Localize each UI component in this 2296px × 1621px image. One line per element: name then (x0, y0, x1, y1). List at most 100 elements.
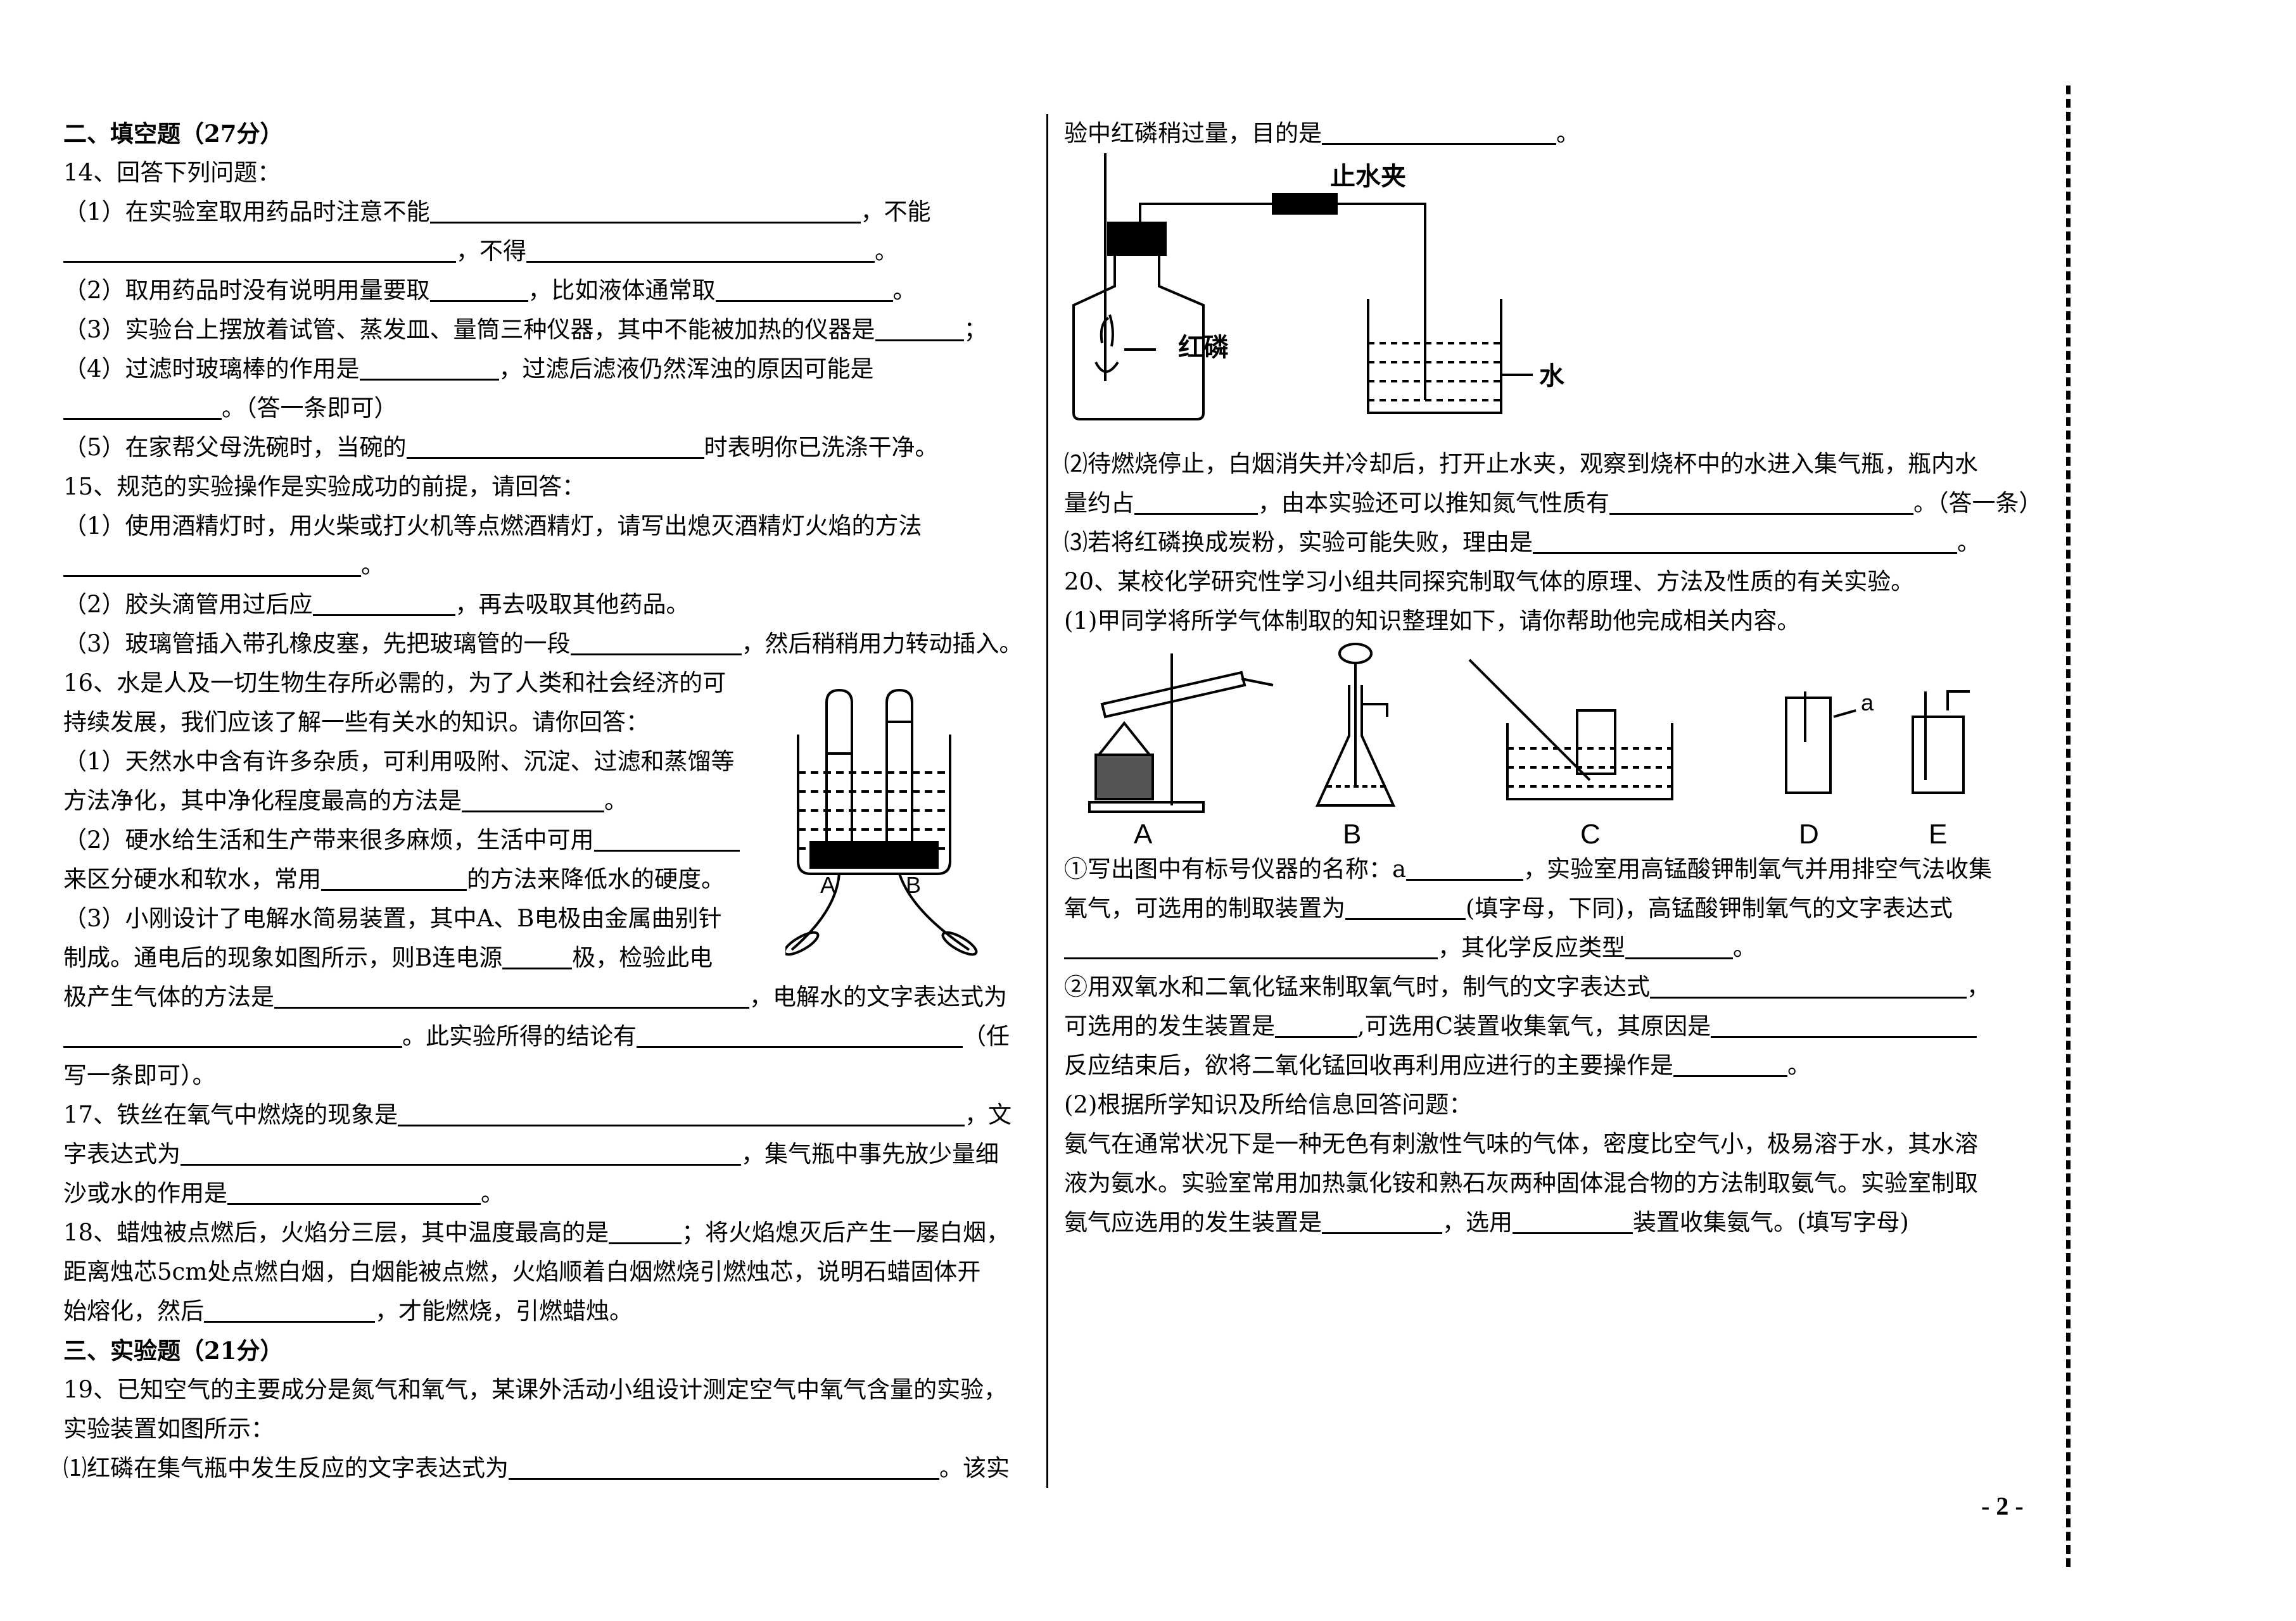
answer-blank[interactable] (637, 1021, 963, 1048)
answer-blank[interactable] (509, 1453, 939, 1480)
q17-line1: 17、铁丝在氧气中燃烧的现象是，文 (63, 1095, 1026, 1135)
instrument-a-label: a (1861, 690, 1874, 716)
answer-blank[interactable] (1345, 893, 1466, 920)
q20-p6: 反应结束后，欲将二氧化锰回收再利用应进行的主要操作是。 (1064, 1046, 2027, 1085)
answer-blank[interactable] (227, 1178, 481, 1205)
answer-blank[interactable] (1064, 932, 1438, 959)
answer-blank[interactable] (1513, 1207, 1633, 1234)
answer-blank[interactable] (715, 275, 893, 302)
q19-line3: ⑴红磷在集气瓶中发生反应的文字表达式为。该实 (63, 1449, 1026, 1488)
answer-blank[interactable] (1322, 118, 1556, 145)
apparatus-label-b: B (1343, 819, 1361, 850)
section-fill-in-title: 二、填空题（27分） (63, 120, 284, 148)
q19-cont-line2: ⑵待燃烧停止，白烟消失并冷却后，打开止水夹，观察到烧杯中的水进入集气瓶，瓶内水 (1064, 450, 1978, 477)
binding-cut-line (2066, 85, 2071, 1567)
q18-line1: 18、蜡烛被点燃后，火焰分三层，其中温度最高的是；将火焰熄灭后产生一屡白烟， (63, 1213, 1026, 1252)
q14-p4-line1: （4）过滤时玻璃棒的作用是，过滤后滤液仍然浑浊的原因可能是 (63, 350, 1026, 389)
q18-line2: 距离烛芯5cm处点燃白烟，白烟能被点燃，火焰顺着白烟燃烧引燃烛芯，说明石蜡固体开 (63, 1258, 981, 1285)
water-clamp-label: 止水夹 (1330, 163, 1406, 191)
q14-p4-line2: 。（答一条即可） (63, 389, 1026, 428)
q20-p5: 可选用的发生装置是,可选用C装置收集氧气，其原因是 (1064, 1007, 2027, 1046)
q20-line1: 20、某校化学研究性学习小组共同探究制取气体的原理、方法及性质的有关实验。 (1064, 568, 1915, 595)
answer-blank[interactable] (359, 353, 499, 381)
answer-blank[interactable] (1134, 488, 1258, 515)
electrode-a-label: A (820, 872, 835, 898)
q14-p5: （5）在家帮父母洗碗时，当碗的时表明你已洗涤干净。 (63, 428, 1026, 467)
q15-p1-line2: 。 (63, 546, 1026, 585)
q16-line2: 持续发展，我们应该了解一些有关水的知识。请你回答： (63, 709, 649, 736)
q14-p1-line2: ，不得。 (63, 232, 1026, 271)
q16-line6: 来区分硬水和软水，常用的方法来降低水的硬度。 (63, 860, 1026, 899)
answer-blank[interactable] (63, 1021, 402, 1048)
answer-blank[interactable] (63, 393, 222, 420)
q16-line1: 16、水是人及一切生物生存所必需的，为了人类和社会经济的可 (63, 669, 726, 697)
q16-line7: （3）小刚设计了电解水简易装置，其中A、B电极由金属曲别针 (63, 905, 722, 932)
q17-line2: 字表达式为，集气瓶中事先放少量细 (63, 1135, 1026, 1174)
apparatus-label-d: D (1799, 819, 1819, 850)
q14-p3: （3）实验台上摆放着试管、蒸发皿、量筒三种仪器，其中不能被加热的仪器是； (63, 310, 1026, 350)
answer-blank[interactable] (63, 550, 361, 577)
q16-line10: 。此实验所得的结论有（任 (63, 1017, 1026, 1056)
q20-p8: 氨气在通常状况下是一种无色有刺激性气味的气体，密度比空气小，极易溶于水，其水溶 (1064, 1130, 1978, 1157)
q20-p4: ②用双氧水和二氧化锰来制取氧气时，制气的文字表达式， (1064, 968, 2027, 1007)
answer-blank[interactable] (429, 196, 861, 224)
answer-blank[interactable] (502, 942, 573, 969)
answer-blank[interactable] (593, 824, 740, 852)
q19-line1: 19、已知空气的主要成分是氮气和氧气，某课外活动小组设计测定空气中氧气含量的实验… (63, 1376, 1008, 1403)
apparatus-label-a: A (1134, 819, 1153, 850)
electrode-b-label: B (906, 872, 921, 898)
answer-blank[interactable] (526, 236, 875, 263)
q19-cont-line1: 验中红磷稍过量，目的是。 (1064, 114, 2027, 153)
q15-intro: 15、规范的实验操作是实验成功的前提，请回答： (63, 473, 586, 500)
q16-line4: 方法净化，其中净化程度最高的方法是。 (63, 781, 1026, 821)
q15-p2: （2）胶头滴管用过后应，再去吸取其他药品。 (63, 585, 1026, 624)
answer-blank[interactable] (1609, 488, 1913, 515)
q20-p10: 氨气应选用的发生装置是，选用装置收集氨气。(填写字母) (1064, 1203, 2027, 1242)
answer-blank[interactable] (570, 628, 742, 655)
answer-blank[interactable] (312, 589, 455, 616)
q19-cont-line4: ⑶若将红磷换成炭粉，实验可能失败，理由是。 (1064, 523, 2027, 562)
q20-line2: (1)甲同学将所学气体制取的知识整理如下，请你帮助他完成相关内容。 (1064, 607, 1801, 634)
answer-blank[interactable] (274, 981, 749, 1009)
column-divider (1046, 114, 1048, 1488)
red-phosphorus-apparatus-figure: 红磷 止水夹 水 (1072, 153, 1565, 420)
answer-blank[interactable] (429, 275, 528, 302)
answer-blank[interactable] (462, 785, 604, 812)
q16-line5: （2）硬水给生活和生产带来很多麻烦，生活中可用 (63, 821, 1026, 860)
answer-blank[interactable] (1625, 932, 1733, 959)
q18-line3: 始熔化，然后，才能燃烧，引燃蜡烛。 (63, 1292, 1026, 1331)
q17-line3: 沙或水的作用是。 (63, 1174, 1026, 1213)
apparatus-label-e: E (1929, 819, 1947, 850)
water-label: 水 (1539, 362, 1565, 390)
page-number: - 2 - (1981, 1492, 2024, 1520)
answer-blank[interactable] (63, 236, 456, 263)
q14-p2: （2）取用药品时没有说明用量要取，比如液体通常取。 (63, 271, 1026, 310)
answer-blank[interactable] (1711, 1011, 1977, 1038)
q20-p7: (2)根据所学知识及所给信息回答问题： (1064, 1091, 1473, 1118)
q20-p3: ，其化学反应类型。 (1064, 928, 2027, 968)
answer-blank[interactable] (1275, 1011, 1357, 1038)
answer-blank[interactable] (1322, 1207, 1442, 1234)
q20-p9: 液为氨水。实验室常用加热氯化铵和熟石灰两种固体混合物的方法制取氨气。实验室制取 (1064, 1170, 1978, 1197)
q16-line8: 制成。通电后的现象如图所示，则B连电源极，检验此电 (63, 938, 1026, 978)
answer-blank[interactable] (1533, 527, 1957, 554)
answer-blank[interactable] (204, 1296, 375, 1323)
q16-line3: （1）天然水中含有许多杂质，可利用吸附、沉淀、过滤和蒸馏等 (63, 748, 735, 775)
answer-blank[interactable] (875, 314, 964, 341)
left-column: 二、填空题（27分） 14、回答下列问题： （1）在实验室取用药品时注意不能，不… (63, 114, 1026, 1488)
answer-blank[interactable] (609, 1217, 682, 1244)
answer-blank[interactable] (181, 1138, 741, 1166)
q14-intro: 14、回答下列问题： (63, 159, 281, 186)
q16-line11: 写一条即可）。 (63, 1062, 216, 1089)
q19-cont-line3: 量约占，由本实验还可以推知氮气性质有。（答一条） (1064, 484, 2043, 523)
answer-blank[interactable] (1406, 854, 1524, 881)
answer-blank[interactable] (1673, 1050, 1787, 1077)
section-experiment-title: 三、实验题（21分） (63, 1337, 284, 1365)
answer-blank[interactable] (406, 432, 704, 459)
answer-blank[interactable] (1650, 971, 1967, 999)
q16-line9: 极产生气体的方法是，电解水的文字表达式为 (63, 978, 1026, 1017)
electrolysis-apparatus-figure: A B (785, 688, 978, 956)
q15-p3: （3）玻璃管插入带孔橡皮塞，先把玻璃管的一段，然后稍稍用力转动插入。 (63, 624, 1026, 664)
answer-blank[interactable] (321, 864, 467, 891)
answer-blank[interactable] (398, 1099, 965, 1126)
